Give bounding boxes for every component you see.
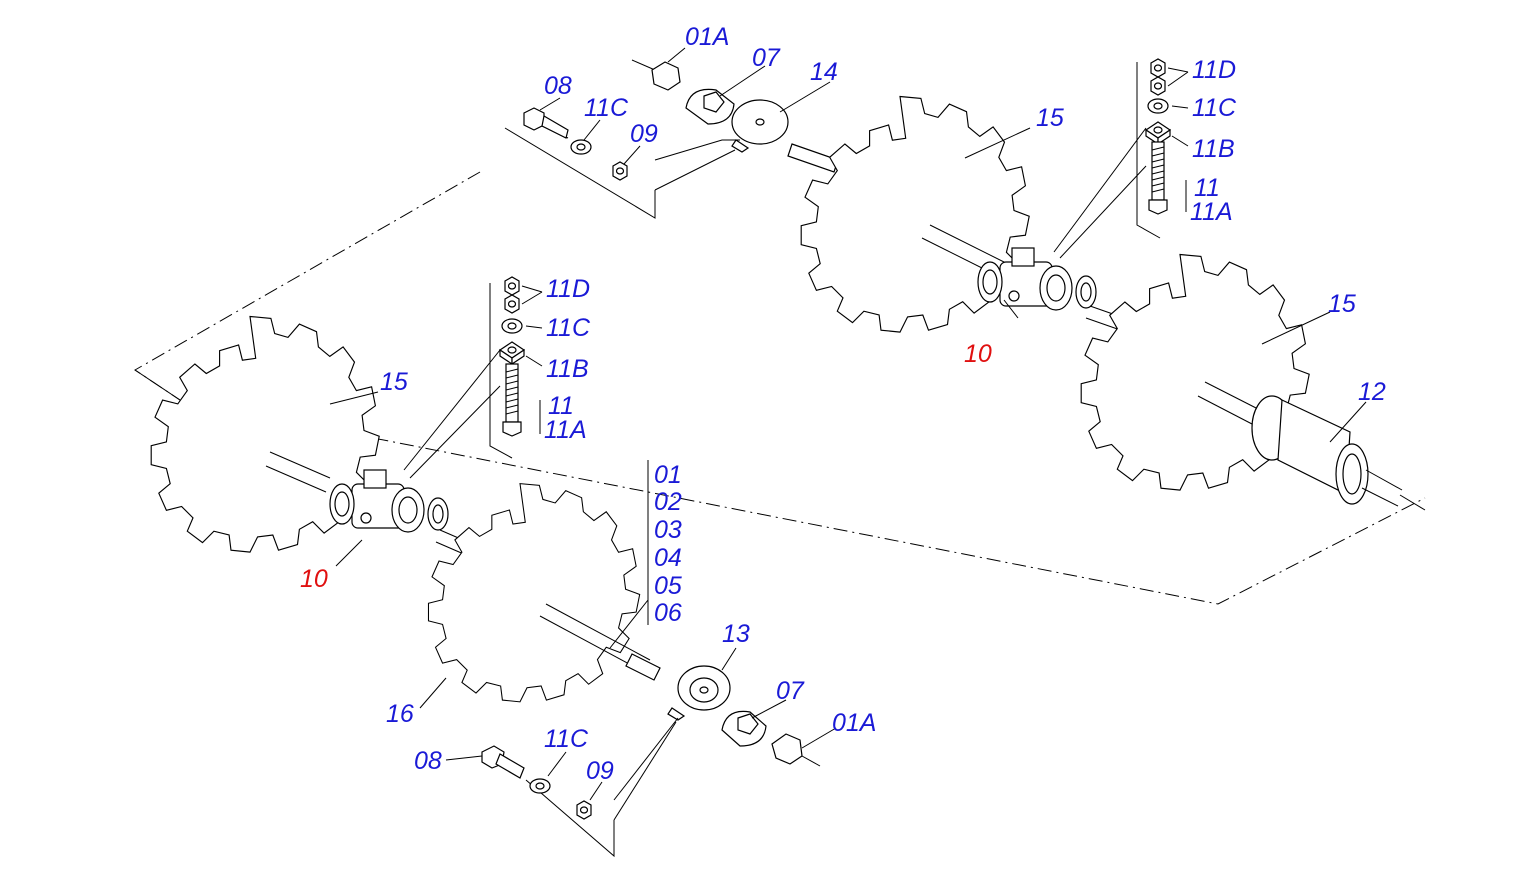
label-list-04: 04 [654,544,682,572]
top-hex-nut [651,61,681,91]
label-list-06: 06 [654,599,682,627]
frame-end-left [134,369,181,401]
bottom-axle-thread [625,653,661,681]
label-left-11A: 11A [544,416,587,444]
label-tr-11B: 11B [1192,135,1235,163]
bottom-hardware-group [481,665,821,858]
label-left-11B: 11B [546,355,589,383]
label-top-01A: 01A [685,23,729,51]
label-list-03: 03 [654,516,682,544]
label-top-09: 09 [630,120,658,148]
label-bot-01A: 01A [832,709,876,737]
label-bot-08: 08 [414,747,442,775]
label-top-14: 14 [810,58,838,86]
upper-right-clamp-stack [1053,58,1189,259]
label-left-10: 10 [300,565,328,593]
top-hardware-group [504,59,839,219]
label-tr-11C: 11C [1192,94,1237,122]
label-left-11C: 11C [546,314,591,342]
bottom-disc-assembly [427,460,661,703]
label-left-15: 15 [380,368,408,396]
label-top-08: 08 [544,72,572,100]
upper-disc-assembly [800,95,1131,333]
label-list-05: 05 [654,572,682,600]
label-right-15: 15 [1328,290,1356,318]
label-tr-11D: 11D [1192,56,1236,84]
label-bot-11C: 11C [544,725,589,753]
label-bot-09: 09 [586,757,614,785]
leader-lines [329,47,1367,801]
label-top-11C: 11C [584,94,629,122]
left-disc-assembly [150,315,501,569]
label-list-02: 02 [654,488,682,516]
left-clamp-stack [403,276,543,479]
label-list-01: 01 [654,461,682,489]
label-bot-07: 07 [776,677,805,705]
label-top-15: 15 [1036,104,1064,132]
label-tr-11: 11 [1194,174,1220,202]
label-left-11: 11 [548,392,574,420]
label-top-07: 07 [752,44,781,72]
top-axle-thread [787,143,839,173]
label-bot-16: 16 [386,700,414,728]
label-left-11D: 11D [546,275,590,303]
label-tr-11A: 11A [1190,198,1233,226]
right-disc-assembly [1080,253,1403,507]
label-bot-13: 13 [722,620,750,648]
frame-end-right [1399,494,1426,511]
label-right-12: 12 [1358,378,1386,406]
label-right-10: 10 [964,340,992,368]
part-labels: 01A 07 14 08 11C 09 15 11D 11C 11B 11 11… [300,23,1386,785]
bottom-hex-nut [771,733,803,765]
